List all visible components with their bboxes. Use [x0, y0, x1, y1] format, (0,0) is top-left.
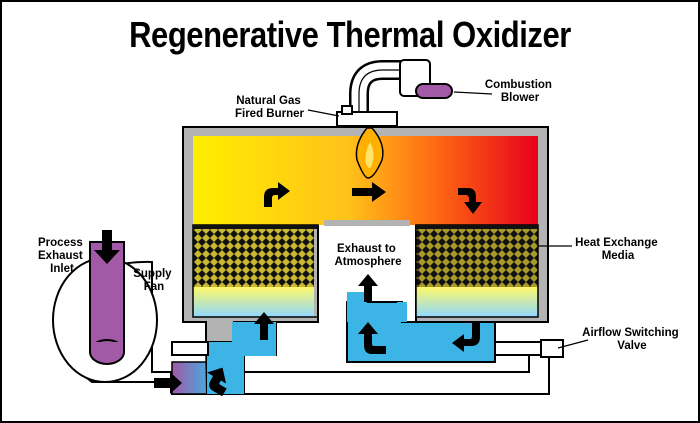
label-blower: Combustion Blower	[485, 79, 555, 104]
diagram-title: Regenerative Thermal Oxidizer	[129, 14, 571, 55]
arrow-exhaust-up	[358, 274, 378, 302]
labels: Natural Gas Fired Burner Combustion Blow…	[38, 79, 682, 352]
arrow-left-bed-curve	[264, 182, 290, 207]
combustion-blower	[349, 59, 453, 120]
label-burner: Natural Gas Fired Burner	[235, 95, 305, 120]
arrow-right-lower-curve	[452, 322, 480, 352]
right-media-bed	[415, 224, 539, 318]
arrow-burner-right	[352, 182, 386, 202]
flow-arrows	[94, 182, 482, 397]
arrow-riser-curve	[207, 367, 227, 397]
arrow-right-bed-curve	[458, 188, 482, 214]
label-fan: Supply Fan	[133, 268, 175, 293]
arrow-left-riser-up	[254, 312, 274, 340]
label-valve: Airflow Switching Valve	[582, 327, 682, 352]
label-exhaust: Exhaust to Atmosphere	[334, 243, 401, 268]
label-inlet: Process Exhaust Inlet	[38, 237, 86, 275]
arrow-inlet-down	[94, 230, 120, 264]
label-media: Heat Exchange Media	[575, 237, 661, 262]
arrow-center-lower-curve	[358, 322, 386, 354]
leader-lines	[307, 91, 589, 349]
burner-flame	[355, 127, 384, 179]
arrow-inlet-right	[154, 372, 182, 394]
left-media-bed	[192, 224, 319, 318]
